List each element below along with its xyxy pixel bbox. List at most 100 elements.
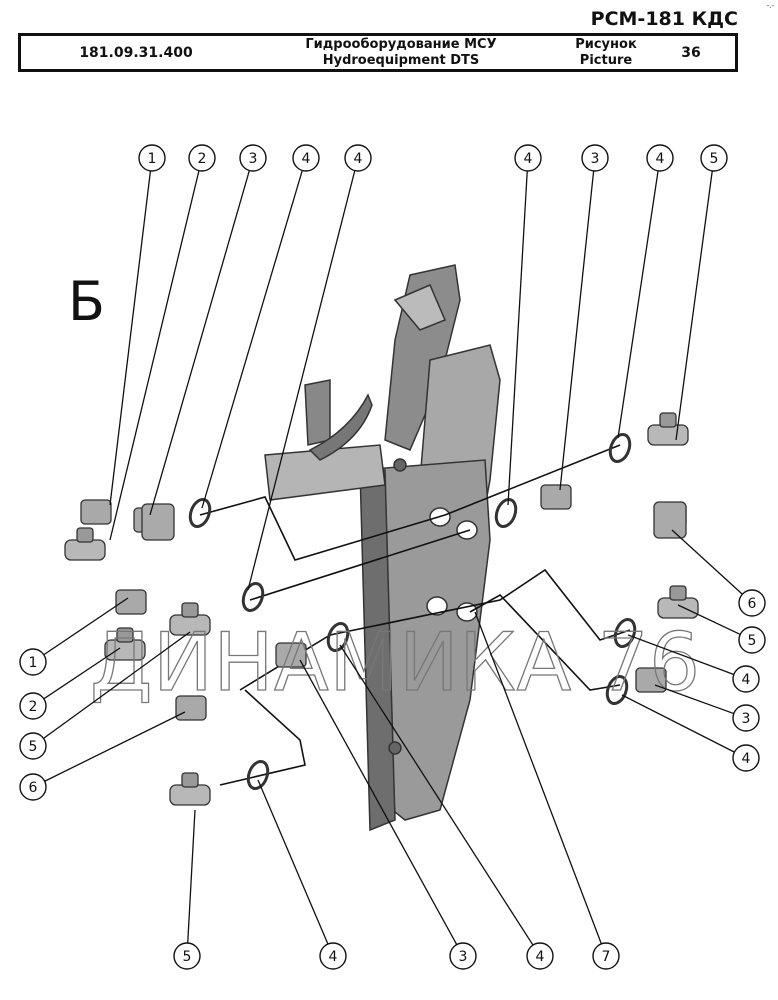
callout-4: 4	[339, 644, 554, 970]
callout-number: 5	[183, 949, 192, 965]
leader-line	[654, 684, 735, 715]
callout-circle	[449, 942, 477, 970]
o-ring	[326, 621, 350, 653]
view-label: Б	[68, 270, 105, 333]
callout-circle	[700, 144, 728, 172]
callout-circle	[732, 744, 760, 772]
callout-1: 1	[19, 597, 129, 676]
leader-line	[43, 597, 129, 656]
callout-circle	[239, 144, 267, 172]
callout-4: 4	[507, 144, 542, 506]
callout-number: 2	[198, 151, 207, 167]
leader-line	[299, 659, 458, 945]
callout-circle	[592, 942, 620, 970]
adapter-fitting	[141, 503, 175, 541]
tee-branch	[659, 412, 677, 428]
o-ring	[605, 674, 629, 706]
fitting-nut	[80, 499, 112, 525]
picture-label-en: Picture	[579, 52, 633, 68]
o-ring	[494, 497, 518, 529]
tee-fitting	[647, 424, 689, 446]
callout-circle	[646, 144, 674, 172]
callout-number: 6	[29, 780, 38, 796]
callout-6: 6	[19, 711, 186, 801]
callout-circle	[732, 704, 760, 732]
callout-number: 1	[29, 655, 38, 671]
callout-number: 1	[148, 151, 157, 167]
callout-4: 4	[621, 694, 760, 772]
callout-1: 1	[109, 144, 166, 506]
tee-branch	[181, 772, 199, 788]
leader-line	[677, 604, 741, 636]
callout-circle	[292, 144, 320, 172]
leader-line	[621, 694, 735, 753]
callout-number: 4	[742, 751, 751, 767]
tee-branch	[669, 585, 687, 601]
o-ring	[188, 497, 212, 529]
callout-4: 4	[627, 634, 760, 693]
callout-3: 3	[654, 684, 760, 732]
callout-number: 5	[29, 739, 38, 755]
callout-number: 3	[459, 949, 468, 965]
callout-number: 2	[29, 699, 38, 715]
callout-number: 7	[602, 949, 611, 965]
tee-branch	[116, 627, 134, 643]
picture-label-ru: Рисунок	[575, 36, 637, 52]
callout-circle	[19, 692, 47, 720]
callout-4: 4	[257, 779, 347, 970]
callout-circle	[19, 648, 47, 676]
fittings	[64, 412, 699, 806]
assembly-name-en: Hydroequipment DTS	[322, 52, 480, 68]
callout-circle	[173, 942, 201, 970]
leader-line	[474, 611, 602, 945]
leader-line	[247, 170, 356, 591]
callout-4: 4	[617, 144, 674, 439]
leader-line	[627, 634, 735, 676]
leader-line	[43, 647, 121, 700]
callout-number: 4	[536, 949, 545, 965]
o-ring	[613, 617, 637, 649]
callout-5: 5	[677, 604, 766, 654]
fitting-nut	[540, 484, 572, 510]
adapter-fitting	[653, 501, 687, 539]
callout-circle	[138, 144, 166, 172]
assembly-name: Гидрооборудование МСУ Hydroequipment DTS	[251, 37, 551, 69]
callout-number: 3	[249, 151, 258, 167]
callout-number: 4	[329, 949, 338, 965]
o-ring	[241, 581, 265, 613]
callout-number: 4	[354, 151, 363, 167]
callout-number: 4	[302, 151, 311, 167]
corner-mark: -.-	[766, 2, 774, 10]
callout-number: 5	[710, 151, 719, 167]
leader-line	[187, 809, 196, 944]
leader-line	[43, 631, 191, 739]
callout-circle	[581, 144, 609, 172]
callout-number: 6	[748, 596, 757, 612]
callout-6: 6	[671, 529, 766, 617]
callout-2: 2	[19, 647, 121, 720]
watermark: ДИНАМИКА 76	[90, 616, 700, 709]
callout-circle	[514, 144, 542, 172]
tee-branch	[181, 602, 199, 618]
leader-line	[507, 170, 528, 506]
callout-5: 5	[675, 144, 728, 441]
leader-line	[149, 170, 251, 516]
callout-number: 5	[748, 633, 757, 649]
machine-model: РСМ-181 КДС	[590, 8, 738, 30]
callout-3: 3	[299, 659, 477, 970]
callout-number: 4	[656, 151, 665, 167]
tee-fitting	[64, 539, 106, 561]
fitting-nut	[275, 642, 307, 668]
callout-circle	[319, 942, 347, 970]
assembly-name-ru: Гидрооборудование МСУ	[305, 36, 497, 52]
callout-5: 5	[173, 809, 201, 970]
hydraulic-lines	[199, 444, 631, 786]
callout-number: 3	[742, 711, 751, 727]
callout-number: 4	[524, 151, 533, 167]
picture-label: Рисунок Picture	[551, 37, 661, 69]
callout-7: 7	[474, 611, 620, 970]
tee-branch	[76, 527, 94, 543]
callout-number: 3	[591, 151, 600, 167]
